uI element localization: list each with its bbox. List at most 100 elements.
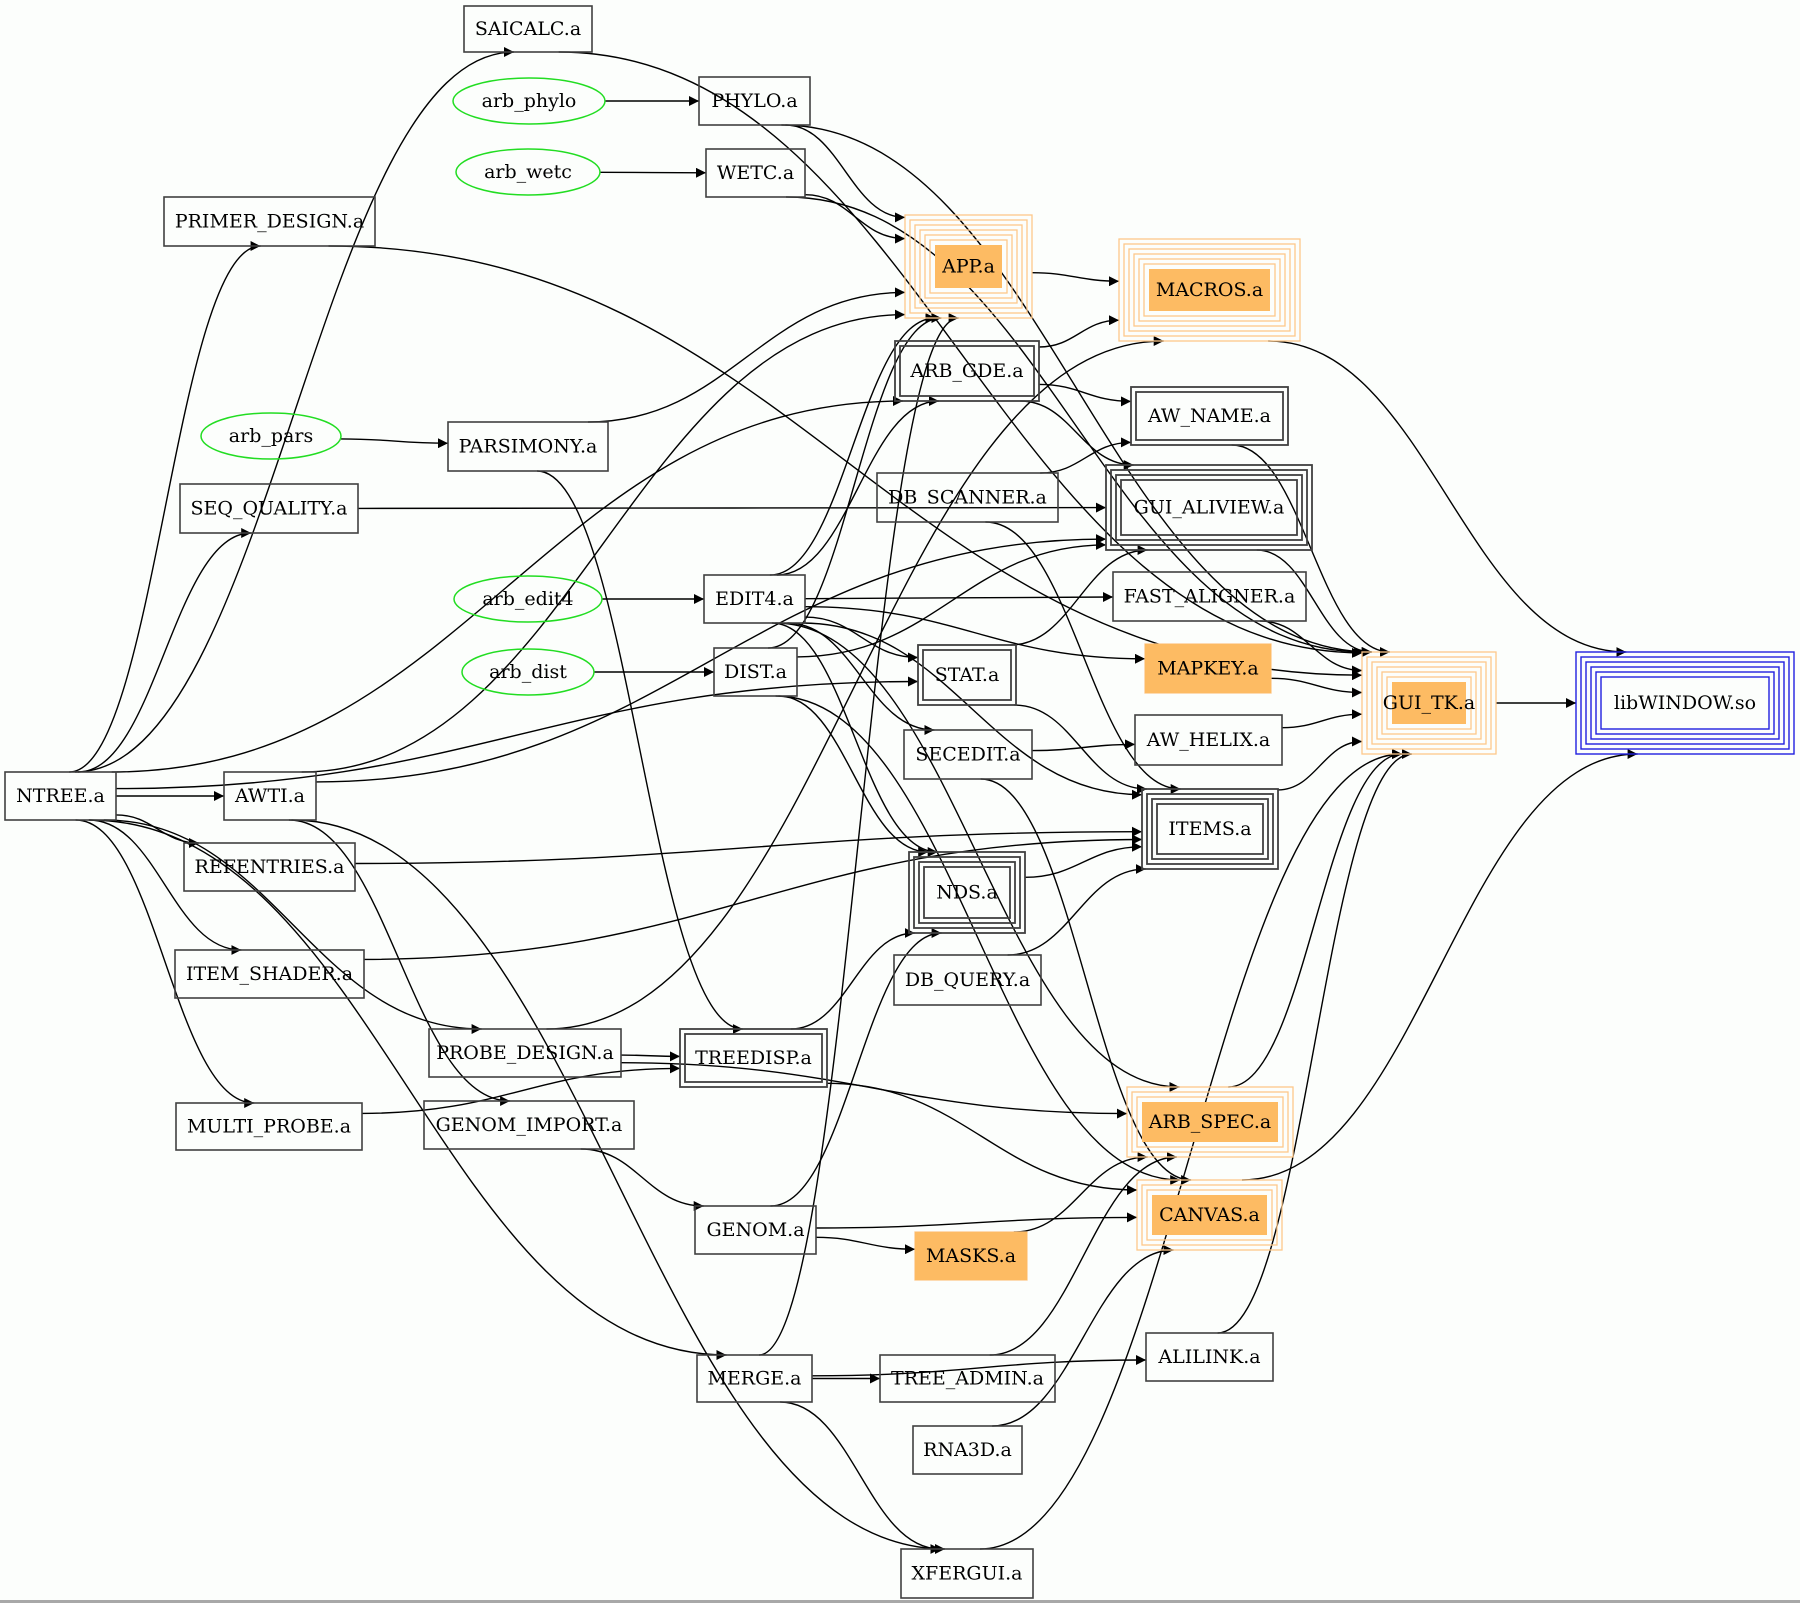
edge-wetc-to-app (804, 194, 906, 244)
node-border (1133, 253, 1286, 327)
edge-stat-to-gui_aliview (1010, 545, 1148, 646)
node-fill (1142, 1102, 1278, 1142)
node-saicalc: SAICALC.a (463, 5, 593, 53)
node-border (1110, 469, 1308, 546)
node-label: arb_wetc (484, 161, 572, 183)
edge-genom_import-to-genom (580, 1148, 704, 1211)
node-border (713, 647, 798, 697)
node-border (929, 239, 1008, 294)
node-border (913, 856, 1021, 929)
node-border (919, 229, 1018, 304)
node-label: AW_HELIX.a (1146, 729, 1270, 751)
edge-secedit-to-canvas (980, 778, 1192, 1185)
node-border (1156, 803, 1264, 855)
node-label: DIST.a (724, 661, 787, 683)
edge-arb_spec-to-gui_tk (1228, 749, 1403, 1088)
edge-edit4-to-items (801, 622, 1143, 800)
edge-edit4-to-app (769, 313, 936, 576)
node-fill (1152, 1195, 1267, 1235)
node-label: SEQ_QUALITY.a (191, 498, 348, 520)
node-phylo: PHYLO.a (698, 76, 811, 126)
edge-aw_helix-to-gui_tk (1281, 709, 1363, 729)
node-items: ITEMS.a (1141, 788, 1279, 870)
edge-saicalc-to-gui_tk (558, 51, 1363, 658)
node-border (899, 345, 1035, 397)
node-border (1361, 651, 1497, 755)
edge-edit4-to-arb_gde (776, 396, 940, 576)
node-db-scanner: DB_SCANNER.a (876, 472, 1059, 523)
node-border (1131, 1091, 1289, 1153)
node-border (1376, 666, 1482, 740)
node-border (1141, 788, 1279, 870)
edge-probe_design-to-treedisp (620, 1051, 681, 1062)
edge-genom-to-nds (770, 928, 942, 1207)
node-nds: NDS.a (908, 851, 1026, 934)
node-fast-aligner: FAST_ALIGNER.a (1112, 571, 1307, 622)
node-border (900, 1548, 1034, 1599)
edge-awti-to-genom_import (288, 819, 511, 1106)
node-border (223, 771, 317, 821)
node-border (1135, 391, 1284, 441)
edge-ntree-to-item_shader (88, 819, 242, 955)
node-treedisp: TREEDISP.a (679, 1028, 828, 1088)
edge-canvas-to-libwindow (1241, 749, 1638, 1181)
node-label: DB_QUERY.a (905, 969, 1030, 991)
edge-ntree-to-saicalc (75, 47, 515, 773)
node-label: MAPKEY.a (1157, 658, 1259, 680)
node-dist: DIST.a (713, 647, 798, 697)
edge-dist-to-nds (778, 695, 929, 857)
edge-edit4-to-nds (771, 622, 938, 857)
node-border (1123, 243, 1296, 337)
node-border (924, 234, 1013, 299)
node-libwindow: libWINDOW.so (1575, 651, 1795, 755)
bottom-border (0, 1600, 1800, 1603)
edge-edit4-to-secedit (787, 622, 935, 735)
node-xfergui: XFERGUI.a (900, 1548, 1034, 1599)
edge-awti-to-gui_aliview (315, 534, 1107, 783)
edge-ntree-to-probe_design (103, 819, 482, 1034)
node-label: DB_SCANNER.a (888, 487, 1047, 509)
edge-tree_admin-to-arb_spec (989, 1152, 1177, 1356)
node-border (912, 1425, 1023, 1475)
edge-dist-to-app (768, 313, 942, 649)
node-border (894, 340, 1040, 402)
node-border (922, 649, 1012, 701)
node-border (447, 421, 609, 472)
edge-phylo-to-gui_tk (781, 124, 1372, 657)
node-label: NDS.a (936, 882, 998, 904)
node-border (923, 866, 1011, 919)
edge-arb_gde-to-macros (1038, 315, 1120, 348)
edge-parsimony-to-app (587, 287, 906, 423)
node-alilink: ALILINK.a (1145, 1332, 1274, 1382)
node-border (1134, 714, 1283, 766)
edge-arb_wetc-to-wetc (599, 167, 707, 178)
edge-alilink-to-gui_tk (1217, 749, 1412, 1334)
node-label: GENOM.a (706, 1219, 804, 1241)
node-border (1136, 1179, 1283, 1251)
edge-arb_gde-to-gui_aliview (1020, 400, 1134, 470)
edge-rna3d-to-canvas (992, 1245, 1174, 1427)
node-border (904, 214, 1033, 319)
node-label: PROBE_DESIGN.a (436, 1042, 614, 1064)
node-label: arb_dist (489, 661, 567, 683)
node-border (1120, 479, 1298, 536)
node-app: APP.a (904, 214, 1033, 319)
edge-fast_aligner-to-gui_tk (1259, 620, 1363, 676)
node-label: ITEMS.a (1168, 818, 1251, 840)
edge-items-to-gui_tk (1277, 736, 1363, 791)
node-aw-helix: AW_HELIX.a (1134, 714, 1283, 766)
node-label: EDIT4.a (715, 588, 794, 610)
node-label: TREE_ADMIN.a (891, 1368, 1044, 1390)
node-border (175, 1102, 363, 1151)
edge-merge-to-xfergui (780, 1401, 941, 1554)
edge-merge-to-app (758, 313, 959, 1356)
node-label: PRIMER_DESIGN.a (175, 211, 364, 233)
entry-ellipse (461, 648, 595, 696)
node-label: SAICALC.a (475, 18, 581, 40)
edge-ntree-to-primer_design (69, 241, 261, 773)
node-border (1151, 798, 1269, 860)
node-border (1595, 671, 1775, 735)
edge-phylo-to-app (785, 124, 906, 223)
node-label: GENOM_IMPORT.a (436, 1114, 623, 1136)
edge-genom-to-canvas (815, 1212, 1138, 1229)
